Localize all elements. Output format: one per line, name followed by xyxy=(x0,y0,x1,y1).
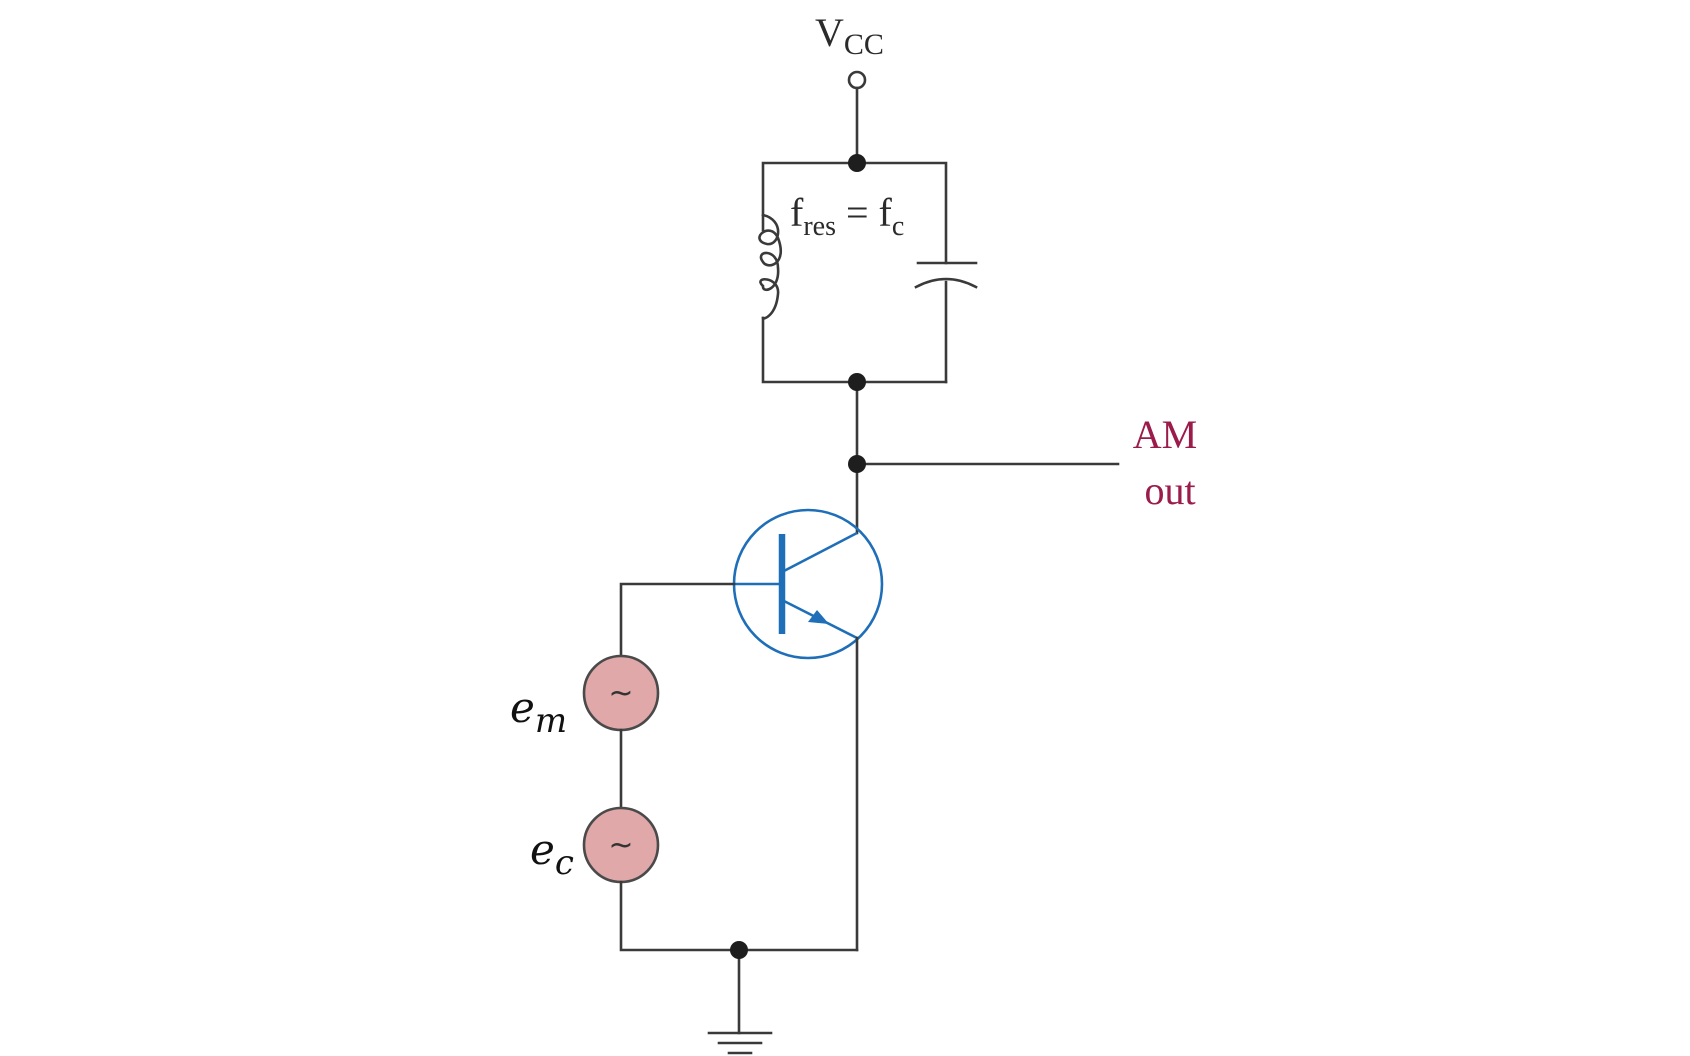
ground-bus-wire xyxy=(619,880,859,952)
junction-dot xyxy=(848,154,866,172)
em-label: em xyxy=(510,683,567,741)
npn-transistor-icon xyxy=(732,508,884,660)
vcc-label: VCC xyxy=(815,10,884,61)
inductor-coil-icon xyxy=(758,213,782,320)
junction-dot xyxy=(848,373,866,391)
junction-dot xyxy=(730,941,748,959)
ec-source-symbol: ~ xyxy=(608,828,633,863)
capacitor-icon xyxy=(914,261,978,289)
em-source: ~ xyxy=(582,654,660,732)
junction-dot xyxy=(848,455,866,473)
em-source-symbol: ~ xyxy=(608,676,633,711)
base-wire xyxy=(619,582,736,658)
tank-circuit: fres = fc xyxy=(758,161,978,384)
am-out-label: AM out xyxy=(1133,412,1207,513)
ec-source: ~ xyxy=(582,806,660,884)
ground-icon xyxy=(707,1031,773,1055)
resonance-label: fres = fc xyxy=(790,190,904,242)
vcc-terminal-icon xyxy=(847,70,867,90)
tank-left-wire xyxy=(761,316,948,384)
emitter-arrow-icon xyxy=(808,610,829,624)
ec-label: ec xyxy=(530,825,574,883)
